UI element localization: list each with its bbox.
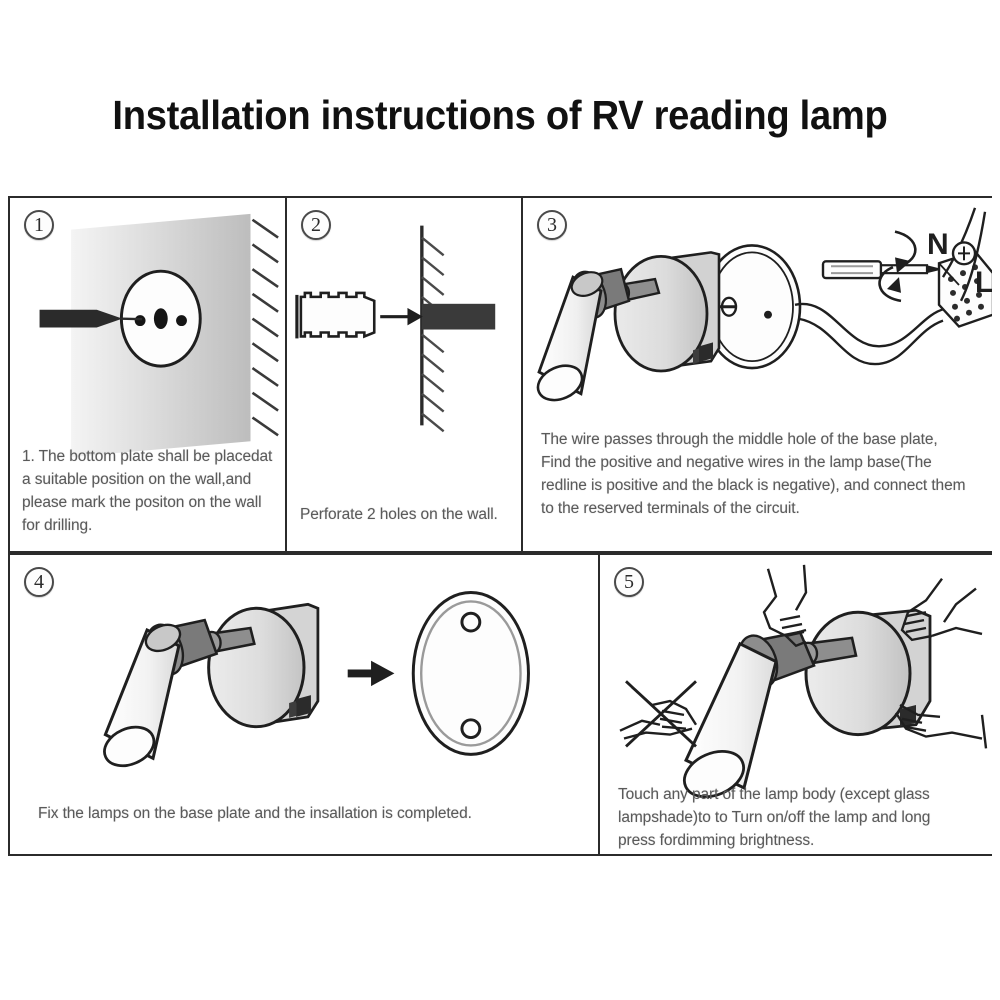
- terminal-label-live: L: [975, 266, 992, 299]
- step-caption: Perforate 2 holes on the wall.: [300, 506, 498, 523]
- step-number-badge: 1: [24, 210, 54, 240]
- instruction-panel-step-3: N L 3 The wire passes through the middle…: [523, 196, 992, 553]
- touch-control-hands-illustration: [600, 555, 992, 854]
- step-number-badge: 5: [614, 567, 644, 597]
- prohibited-cross-mark: [625, 680, 697, 748]
- step-caption: 1. The bottom plate shall be placedat a …: [22, 448, 273, 534]
- step-caption: Fix the lamps on the base plate and the …: [38, 805, 472, 822]
- page-title: Installation instructions of RV reading …: [112, 92, 888, 138]
- lamp-wiring-terminal-illustration: [523, 198, 992, 551]
- step-caption: The wire passes through the middle hole …: [541, 431, 966, 517]
- step-number-badge: 4: [24, 567, 54, 597]
- instruction-panel-step-5: 5 Touch any part of the lamp body (excep…: [600, 553, 992, 856]
- instruction-panel-grid: 1 1. The bottom plate shall be placedat …: [8, 196, 992, 856]
- instruction-panel-step-4: 4 Fix the lamps on the base plate and th…: [8, 553, 600, 856]
- terminal-label-neutral: N: [927, 228, 949, 261]
- lamp-mount-baseplate-illustration: [10, 555, 598, 854]
- step-caption: Touch any part of the lamp body (except …: [618, 786, 931, 849]
- step-number-badge: 3: [537, 210, 567, 240]
- instruction-panel-step-2: 2 Perforate 2 holes on the wall.: [287, 196, 523, 553]
- step-number-badge: 2: [301, 210, 331, 240]
- wall-baseplate-marking-illustration: [10, 198, 285, 551]
- wall-anchor-drilling-illustration: [287, 198, 521, 551]
- instruction-panel-step-1: 1 1. The bottom plate shall be placedat …: [8, 196, 287, 553]
